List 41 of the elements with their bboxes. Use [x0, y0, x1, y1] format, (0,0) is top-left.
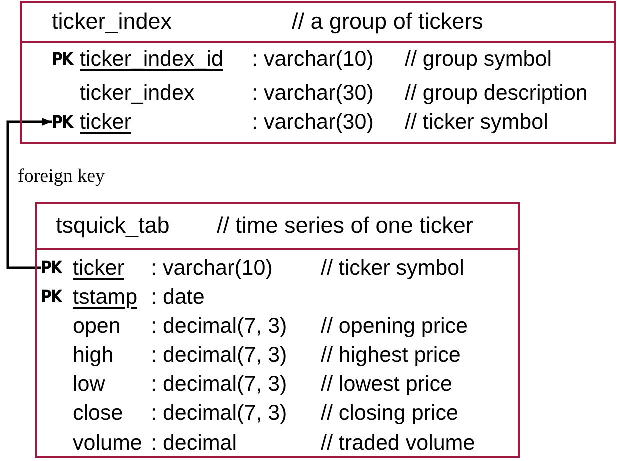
- column-name: low: [73, 372, 106, 396]
- column-name: ticker: [73, 256, 124, 280]
- table-box: [20, 1, 616, 144]
- column-type: : decimal: [151, 430, 238, 456]
- column-type: : date: [151, 284, 205, 310]
- column-name: close: [73, 400, 124, 426]
- column-type: : decimal(7, 3): [151, 314, 288, 338]
- column-comment: // opening price: [321, 314, 468, 338]
- column-type: : varchar(30): [252, 110, 374, 134]
- primary-key-marker: PK: [41, 258, 62, 278]
- primary-key-marker: PK: [41, 286, 62, 308]
- column-type: : decimal(7, 3): [151, 372, 288, 396]
- column-comment: // ticker symbol: [321, 256, 464, 280]
- primary-key-marker: PK: [52, 48, 73, 70]
- column-comment: // highest price: [321, 342, 461, 368]
- table-name: ticker_index: [52, 9, 172, 35]
- column-type: : varchar(10): [151, 256, 273, 280]
- column-comment: // ticker symbol: [405, 110, 548, 134]
- column-name: ticker_index_id: [80, 46, 224, 72]
- table-box: [35, 202, 520, 458]
- column-name: volume: [73, 430, 142, 456]
- table-comment: // time series of one ticker: [217, 213, 474, 239]
- table-name: tsquick_tab: [56, 213, 170, 239]
- column-type: : decimal(7, 3): [151, 342, 288, 368]
- column-comment: // traded volume: [321, 430, 476, 456]
- column-comment: // lowest price: [321, 372, 452, 396]
- column-name: ticker_index: [80, 80, 195, 106]
- table-comment: // a group of tickers: [292, 9, 484, 35]
- column-name: tstamp: [73, 284, 138, 310]
- note-text: foreign key: [18, 166, 106, 188]
- column-comment: // group symbol: [405, 46, 552, 72]
- foreign-key-arrow: [6, 118, 52, 270]
- primary-key-marker: PK: [52, 112, 73, 132]
- column-name: high: [73, 342, 114, 368]
- column-name: open: [73, 314, 121, 338]
- column-comment: // closing price: [321, 400, 458, 426]
- column-type: : decimal(7, 3): [151, 400, 288, 426]
- column-type: : varchar(10): [252, 46, 374, 72]
- column-comment: // group description: [405, 80, 588, 106]
- column-type: : varchar(30): [252, 80, 374, 106]
- column-name: ticker: [80, 110, 132, 134]
